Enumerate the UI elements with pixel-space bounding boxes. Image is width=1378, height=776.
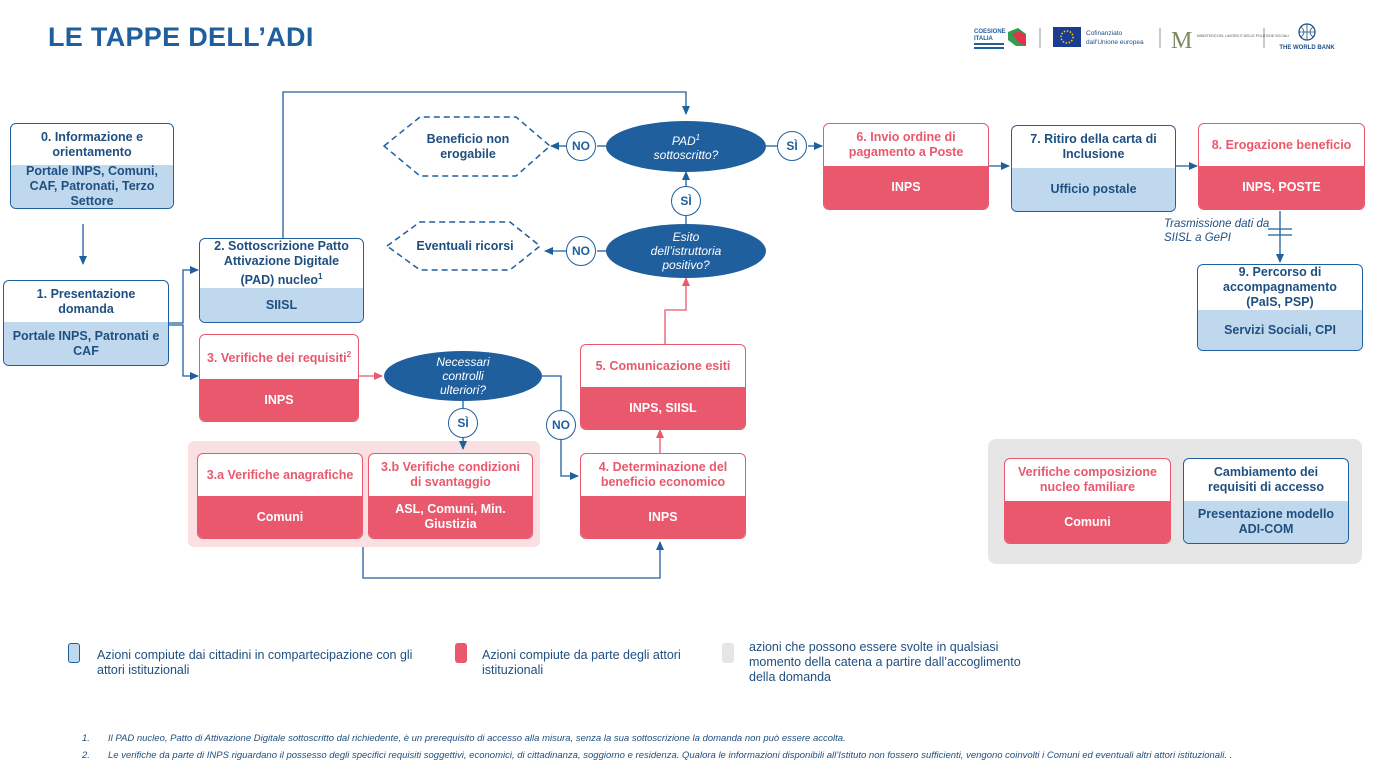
step-1-presentazione: 1. Presentazione domanda Portale INPS, P…	[3, 280, 169, 366]
step-8-erogazione-beneficio: 8. Erogazione beneficio INPS, POSTE	[1198, 123, 1365, 210]
step-7-title: 7. Ritiro della carta di Inclusione	[1030, 132, 1157, 161]
step-6-invio-ordine-pagamento: 6. Invio ordine di pagamento a Poste INP…	[823, 123, 989, 210]
step-2-title: 2. Sottoscrizione Patto Attivazione Digi…	[214, 239, 349, 288]
legend-text-istituzionali: Azioni compiute da parte degli attori is…	[482, 648, 681, 677]
beneficio-non-erogabile-shape	[382, 116, 552, 177]
step-4-determinazione-beneficio: 4. Determinazione del beneficio economic…	[580, 453, 746, 539]
cambiamento-requisiti-title: Cambiamento dei requisiti di accesso	[1207, 465, 1325, 494]
eventuali-ricorsi-shape	[385, 221, 542, 271]
legend-text-cittadini: Azioni compiute dai cittadini in compart…	[97, 648, 413, 677]
step-5-actors: INPS, SIISL	[581, 387, 745, 429]
verifiche-nucleo-actors: Comuni	[1005, 501, 1170, 543]
step-0-actors: Portale INPS, Comuni, CAF, Patronati, Te…	[11, 164, 173, 208]
svg-text:COESIONE: COESIONE	[974, 29, 1006, 35]
cambiamento-requisiti: Cambiamento dei requisiti di accesso Pre…	[1183, 458, 1349, 544]
step-4-title: 4. Determinazione del beneficio economic…	[598, 460, 728, 489]
step-0-informazione: 0. Informazione e orientamento Portale I…	[10, 123, 174, 209]
step-9-title: 9. Percorso di accompagnamento (PaIS, PS…	[1223, 265, 1337, 309]
step-3b-actors: ASL, Comuni, Min. Giustizia	[369, 496, 532, 538]
step-7-actors: Ufficio postale	[1012, 168, 1175, 211]
step-6-actors: INPS	[824, 166, 988, 209]
legend-text-qualsiasi-momento: azioni che possono essere svolte in qual…	[749, 640, 1021, 684]
svg-text:M: M	[1171, 28, 1192, 54]
verifiche-nucleo-title: Verifiche composizione nucleo familiare	[1018, 465, 1157, 494]
ministero-logo: M MINISTERO DEL LAVORO E DELLE POLITICHE…	[1171, 28, 1289, 54]
step-3a-verifiche-anagrafiche: 3.a Verifiche anagrafiche Comuni	[197, 453, 363, 539]
step-5-title: 5. Comunicazione esiti	[595, 358, 731, 373]
page-title: LE TAPPE DELL’ADI	[48, 22, 314, 52]
verifiche-nucleo-familiare: Verifiche composizione nucleo familiare …	[1004, 458, 1171, 544]
eu-flag-logo: Cofinanziato dall'Unione europea	[1053, 27, 1144, 47]
legend-swatch-cittadini	[68, 643, 80, 663]
svg-text:ITALIA: ITALIA	[974, 36, 994, 42]
cambiamento-requisiti-actors: Presentazione modello ADI-COM	[1184, 501, 1348, 543]
esito-no-answer: NO	[566, 236, 596, 266]
step-7-ritiro-carta: 7. Ritiro della carta di Inclusione Uffi…	[1011, 125, 1176, 212]
step-9-actors: Servizi Sociali, CPI	[1198, 310, 1362, 350]
step-0-title: 0. Informazione e orientamento	[40, 129, 144, 159]
eventuali-ricorsi-label: Eventuali ricorsi	[416, 239, 514, 253]
controlli-no-answer: NO	[546, 410, 576, 440]
step-5-comunicazione-esiti: 5. Comunicazione esiti INPS, SIISL	[580, 344, 746, 430]
step-6-title: 6. Invio ordine di pagamento a Poste	[848, 130, 964, 159]
step-2-actors: SIISL	[200, 288, 363, 322]
step-9-percorso-accompagnamento: 9. Percorso di accompagnamento (PaIS, PS…	[1197, 264, 1363, 351]
step-8-actors: INPS, POSTE	[1199, 166, 1364, 209]
trasmissione-dati-note: Trasmissione dati da SIISL a GePI	[1164, 218, 1270, 244]
step-3a-title: 3.a Verifiche anagrafiche	[206, 467, 354, 482]
step-8-title: 8. Erogazione beneficio	[1211, 137, 1352, 152]
esito-istruttoria-decision: Esito dell’istruttoria positivo?	[606, 224, 766, 278]
step-3b-verifiche-svantaggio: 3.b Verifiche condizioni di svantaggio A…	[368, 453, 533, 539]
controlli-si-answer: SÌ	[448, 408, 478, 438]
step-3-actors: INPS	[200, 379, 358, 421]
pad-no-answer: NO	[566, 131, 596, 161]
beneficio-non-erogabile-label: Beneficio non erogabile	[426, 132, 510, 161]
coesione-italia-logo: COESIONE ITALIA	[974, 28, 1026, 49]
partner-logos: COESIONE ITALIA Cofinanziato dall'Unione…	[974, 23, 1335, 54]
svg-text:THE WORLD BANK: THE WORLD BANK	[1279, 45, 1335, 51]
svg-text:Cofinanziato: Cofinanziato	[1086, 30, 1123, 37]
step-3a-actors: Comuni	[198, 496, 362, 538]
step-4-actors: INPS	[581, 496, 745, 538]
step-3-verifiche-requisiti: 3. Verifiche dei requisiti2 INPS	[199, 334, 359, 422]
step-1-actors: Portale INPS, Patronati e CAF	[4, 322, 168, 365]
pad-si-answer: SÌ	[777, 131, 807, 161]
step-3-title: 3. Verifiche dei requisiti2	[206, 350, 352, 366]
step-3b-title: 3.b Verifiche condizioni di svantaggio	[381, 460, 520, 489]
svg-text:MINISTERO DEL LAVORO E DELLE P: MINISTERO DEL LAVORO E DELLE POLITICHE S…	[1197, 34, 1289, 38]
step-1-title: 1. Presentazione domanda	[36, 286, 136, 316]
legend-swatch-istituzionali	[455, 643, 467, 663]
svg-text:dall'Unione europea: dall'Unione europea	[1086, 39, 1144, 46]
legend-swatch-qualsiasi-momento	[722, 643, 734, 663]
controlli-ulteriori-decision: Necessari controlli ulteriori?	[384, 351, 542, 401]
esito-si-answer: SÌ	[671, 186, 701, 216]
footnote-1: 1.Il PAD nucleo, Patto di Attivazione Di…	[82, 733, 846, 744]
world-bank-logo: THE WORLD BANK	[1279, 23, 1335, 51]
step-2-sottoscrizione-pad: 2. Sottoscrizione Patto Attivazione Digi…	[199, 238, 364, 323]
footnote-2: 2.Le verifiche da parte di INPS riguarda…	[82, 750, 1233, 761]
